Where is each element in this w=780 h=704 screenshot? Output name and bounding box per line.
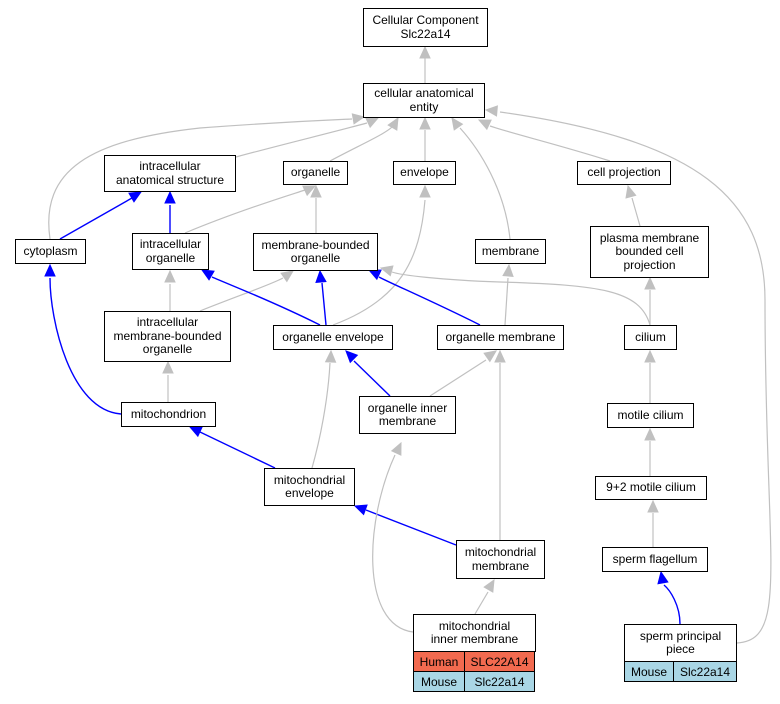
edge-organelle-to-entity-line — [329, 126, 393, 162]
edge-orgenv-to-envelope-arrowhead — [419, 184, 431, 198]
node-9-2-motile-cilium[interactable]: 9+2 motile cilium — [595, 476, 707, 500]
edge-cilium-to-mbo-line — [391, 271, 651, 326]
edge-principal-to-flagellum-line — [663, 584, 681, 625]
node-sperm-principal-piece[interactable]: sperm principal piece — [624, 624, 737, 662]
edge-mitomem-to-orgmem-arrowhead — [494, 349, 506, 363]
edge-mitoenv-to-mito-line — [199, 431, 276, 469]
node-mitochondrial-membrane[interactable]: mitochondrial membrane — [456, 540, 545, 579]
edge-envelope-to-entity-arrowhead — [419, 116, 431, 130]
node-membrane[interactable]: membrane — [475, 239, 546, 264]
gene-row-human: Human SLC22A14 — [413, 651, 536, 672]
edge-mitoenv-to-orgenv-line — [311, 362, 331, 469]
node-intracellular-membrane-bounded-organelle[interactable]: intracellular membrane-bounded organelle — [104, 311, 231, 362]
edge-orgmem-to-mbo-line — [378, 276, 481, 326]
node-envelope[interactable]: envelope — [393, 161, 456, 185]
node-cellular-component[interactable]: Cellular Component Slc22a14 — [363, 8, 488, 47]
edge-imbo-to-intraorg-arrowhead — [164, 269, 176, 283]
edge-mito-to-imbo-arrowhead — [162, 360, 174, 374]
node-organelle-membrane[interactable]: organelle membrane — [437, 325, 564, 350]
edge-sperm-principal-to-entity-arrowhead — [484, 105, 498, 117]
edge-mimem-to-oim-line — [372, 454, 414, 633]
node-cellular-anatomical-entity[interactable]: cellular anatomical entity — [363, 83, 485, 118]
edge-intraorg-to-organelle-line — [184, 189, 306, 234]
edge-mbo-to-organelle-arrowhead — [310, 184, 322, 198]
node-plasma-membrane-bounded-cell-projection[interactable]: plasma membrane bounded cell projection — [590, 226, 709, 278]
edge-92-to-motile-arrowhead — [644, 427, 656, 441]
edge-cilium-to-pmbcp-arrowhead — [644, 276, 656, 290]
edge-mito-to-cytoplasm-arrowhead — [44, 263, 56, 277]
edge-motile-to-cilium-arrowhead — [644, 349, 656, 363]
edge-cytoplasm-to-intracellular-line — [59, 197, 133, 240]
edge-cellproj-to-entity-arrowhead — [477, 119, 492, 131]
species-label: Human — [413, 651, 465, 672]
edge-orgmem-to-membrane-line — [504, 277, 509, 326]
edge-orgenv-to-mbo-arrowhead — [315, 269, 327, 283]
edge-flagellum-to-92-arrowhead — [647, 499, 659, 513]
edge-orgenv-to-envelope-line — [332, 199, 426, 326]
gene-row-mouse: Mouse Slc22a14 — [624, 661, 737, 682]
edge-mitoenv-to-orgenv-arrowhead — [324, 349, 337, 363]
edge-imbo-to-mbo-arrowhead — [280, 270, 294, 283]
edge-orgenv-to-mbo-line — [321, 282, 327, 326]
edge-intracellular-to-entity-arrowhead — [365, 117, 380, 129]
edge-sperm-principal-to-entity-line — [499, 111, 772, 644]
edge-cytoplasm-to-intracellular-arrowhead — [128, 191, 143, 203]
edge-mimem-to-mitomem-line — [474, 591, 489, 615]
node-organelle-envelope[interactable]: organelle envelope — [273, 325, 393, 350]
species-label: Mouse — [413, 671, 465, 692]
edge-anatomical-to-component-arrowhead — [419, 45, 431, 59]
node-motile-cilium[interactable]: motile cilium — [607, 403, 694, 428]
edge-mimem-to-mitomem-arrowhead — [483, 578, 495, 593]
edge-intraorg-to-intracellular-arrowhead — [164, 190, 176, 204]
edge-principal-to-flagellum-arrowhead — [657, 570, 669, 585]
edge-oim-to-orgmem-line — [429, 359, 487, 397]
edge-oim-to-orgenv-line — [353, 360, 391, 397]
edge-mitoenv-to-mito-arrowhead — [188, 426, 203, 438]
edge-mitomem-to-mitoenv-arrowhead — [353, 504, 368, 516]
species-label: Mouse — [624, 661, 674, 682]
node-organelle[interactable]: organelle — [283, 161, 348, 185]
edge-pmbcp-to-cellproj-line — [631, 197, 641, 227]
edge-cytoplasm-to-entity-line — [48, 118, 353, 240]
edge-intracellular-to-entity-line — [235, 122, 368, 158]
node-intracellular-anatomical-structure[interactable]: intracellular anatomical structure — [104, 155, 236, 192]
edge-intraorg-to-organelle-arrowhead — [302, 185, 317, 197]
gene-label: Slc22a14 — [673, 661, 737, 682]
edge-orgenv-to-intraorg-line — [211, 276, 321, 326]
edge-pmbcp-to-cellproj-arrowhead — [625, 184, 637, 199]
edge-mito-to-cytoplasm-line — [49, 277, 122, 415]
edge-mitomem-to-mitoenv-line — [365, 509, 457, 546]
node-cell-projection[interactable]: cell projection — [577, 161, 671, 185]
node-mitochondrial-envelope[interactable]: mitochondrial envelope — [264, 468, 355, 506]
edge-orgmem-to-membrane-arrowhead — [502, 263, 514, 277]
gene-label: SLC22A14 — [464, 651, 535, 672]
edge-imbo-to-mbo-line — [199, 277, 284, 312]
edge-mimem-to-oim-arrowhead — [390, 441, 402, 456]
node-membrane-bounded-organelle[interactable]: membrane-bounded organelle — [253, 233, 378, 271]
edge-membrane-to-entity-arrowhead — [451, 117, 464, 131]
gene-row-mouse: Mouse Slc22a14 — [413, 671, 536, 692]
edge-organelle-to-entity-arrowhead — [387, 116, 399, 131]
edge-cilium-to-mbo-arrowhead — [379, 265, 394, 277]
node-sperm-flagellum[interactable]: sperm flagellum — [602, 547, 708, 572]
node-cilium[interactable]: cilium — [624, 325, 677, 350]
edge-oim-to-orgmem-arrowhead — [483, 350, 497, 363]
node-mitochondrial-inner-membrane[interactable]: mitochondrial inner membrane — [413, 614, 536, 652]
edge-cellproj-to-entity-line — [489, 125, 611, 162]
node-organelle-inner-membrane[interactable]: organelle inner membrane — [359, 396, 456, 434]
edge-cytoplasm-to-entity-arrowhead — [351, 113, 366, 125]
edge-orgenv-to-intraorg-arrowhead — [200, 269, 215, 281]
edge-membrane-to-entity-line — [459, 127, 511, 240]
node-mitochondrion[interactable]: mitochondrion — [121, 402, 216, 427]
node-intracellular-organelle[interactable]: intracellular organelle — [132, 233, 209, 270]
gene-label: Slc22a14 — [464, 671, 535, 692]
node-cytoplasm[interactable]: cytoplasm — [15, 239, 86, 264]
edge-oim-to-orgenv-arrowhead — [345, 350, 359, 364]
